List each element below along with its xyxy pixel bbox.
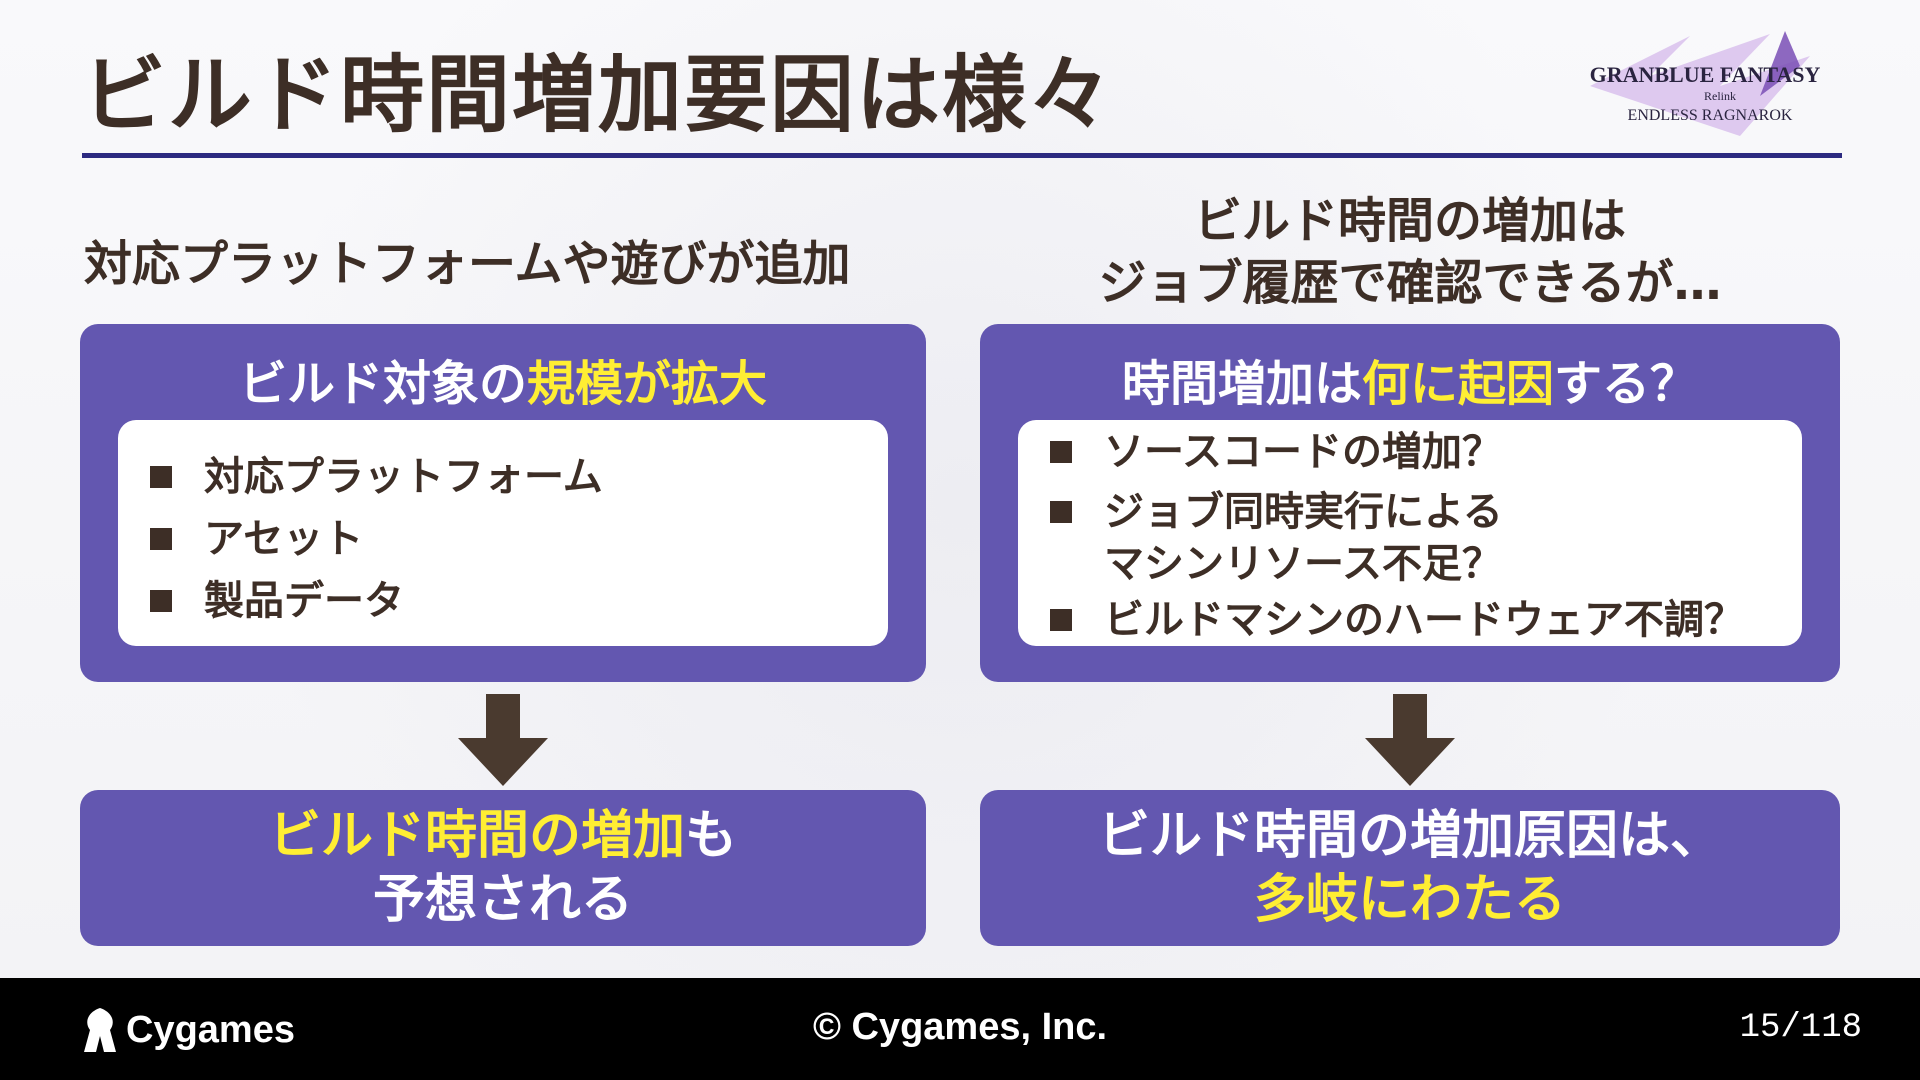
left-result-line2: 予想される (372, 870, 633, 930)
left-subheading: 対応プラットフォームや遊びが追加 (84, 236, 851, 292)
bullet-icon (1050, 501, 1072, 523)
left-card-title: ビルド対象の規模が拡大 (80, 344, 926, 414)
right-item-list: ソースコードの増加？ ジョブ同時実行によるマシンリソース不足？ ビルドマシンのハ… (1018, 420, 1802, 646)
list-item-text: ビルドマシンのハードウェア不調？ (1104, 597, 1744, 643)
list-item-text: アセット (204, 516, 364, 562)
left-card-title-highlight: 規模が拡大 (527, 356, 768, 412)
bullet-icon (150, 590, 172, 612)
left-item-list: 対応プラットフォーム アセット 製品データ (118, 420, 888, 632)
down-arrow-icon (1365, 694, 1455, 786)
list-item-text: ソースコードの増加？ (1104, 429, 1502, 475)
logo-line2: Relink (1704, 89, 1736, 103)
right-subheading: ビルド時間の増加は ジョブ履歴で確認できるが… (980, 190, 1840, 314)
page-number: 15/118 (1739, 1009, 1862, 1047)
slide-title: ビルド時間増加要因は様々 (82, 46, 1115, 144)
logo-line1: GRANBLUE FANTASY (1590, 62, 1821, 87)
left-result-plain: も (685, 806, 738, 866)
game-logo: GRANBLUE FANTASY Relink ENDLESS RAGNAROK (1590, 31, 1821, 136)
right-result-box: ビルド時間の増加原因は、 多岐にわたる (980, 790, 1840, 946)
down-arrow-icon (458, 694, 548, 786)
list-item: ソースコードの増加？ (1018, 426, 1802, 478)
right-result-highlight: 多岐にわたる (1253, 870, 1566, 930)
list-item: ジョブ同時実行によるマシンリソース不足？ (1018, 486, 1802, 590)
right-card-title-plain-end: する？ (1554, 356, 1699, 412)
list-item: 対応プラットフォーム (118, 446, 888, 508)
copyright-text: © Cygames, Inc. (812, 1006, 1108, 1048)
cygames-logo-icon (84, 1008, 116, 1052)
left-result-highlight: ビルド時間の増加 (268, 806, 685, 866)
list-item-text: 製品データ (204, 578, 404, 624)
logo-line3: ENDLESS RAGNAROK (1628, 107, 1793, 124)
bullet-icon (150, 528, 172, 550)
list-item-text: 対応プラットフォーム (204, 454, 603, 500)
left-result-line1: ビルド時間の増加も (80, 790, 926, 868)
right-cause-card: 時間増加は何に起因する？ ソースコードの増加？ ジョブ同時実行によるマシンリソー… (980, 324, 1840, 682)
footer-brand-text: Cygames (126, 1008, 295, 1051)
footer-brand: Cygames (80, 1002, 295, 1058)
list-item: 製品データ (118, 570, 888, 632)
right-card-title-plain: 時間増加は (1121, 356, 1362, 412)
bullet-icon (150, 466, 172, 488)
right-card-title-highlight: 何に起因 (1361, 356, 1554, 412)
right-subheading-line1: ビルド時間の増加は (1193, 193, 1626, 249)
footer-bar: Cygames © Cygames, Inc. 15/118 (0, 978, 1920, 1080)
bullet-icon (1050, 609, 1072, 631)
list-item-text: ジョブ同時実行による (1104, 489, 1503, 535)
list-item: アセット (118, 508, 888, 570)
bullet-icon (1050, 441, 1072, 463)
left-scope-card: ビルド対象の規模が拡大 対応プラットフォーム アセット 製品データ (80, 324, 926, 682)
right-result-line1: ビルド時間の増加原因は、 (1097, 806, 1722, 866)
left-item-box: 対応プラットフォーム アセット 製品データ (118, 420, 888, 646)
right-subheading-line2: ジョブ履歴で確認できるが… (1098, 255, 1722, 311)
list-item-text-continued: マシンリソース不足？ (1104, 541, 1502, 587)
right-card-title: 時間増加は何に起因する？ (980, 344, 1840, 414)
list-item: ビルドマシンのハードウェア不調？ (1018, 594, 1802, 646)
left-result-box: ビルド時間の増加も 予想される (80, 790, 926, 946)
left-card-title-plain: ビルド対象の (238, 356, 527, 412)
right-item-box: ソースコードの増加？ ジョブ同時実行によるマシンリソース不足？ ビルドマシンのハ… (1018, 420, 1802, 646)
title-divider (82, 153, 1842, 158)
